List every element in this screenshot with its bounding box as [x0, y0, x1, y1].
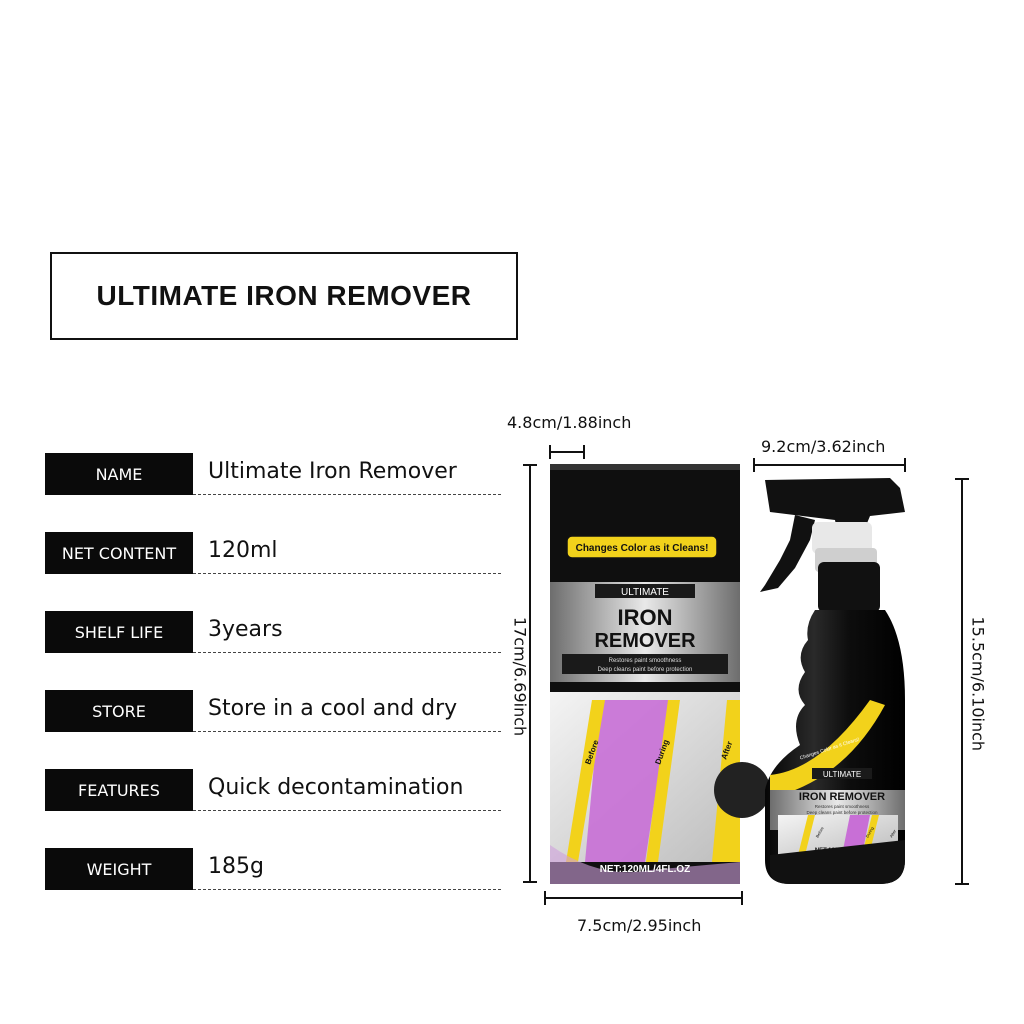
spec-label: NAME [45, 453, 193, 495]
dashed-divider [193, 889, 501, 890]
spec-value: 185g [208, 854, 264, 879]
bottle-feature1: Restores paint smoothness [815, 804, 870, 809]
spec-label: WEIGHT [45, 848, 193, 890]
spec-value: Store in a cool and dry [208, 696, 458, 721]
spec-label: SHELF LIFE [45, 611, 193, 653]
bottle-stage-before: Before [815, 825, 826, 838]
box-banner-text: Changes Color as it Cleans! [576, 543, 709, 554]
spec-row-store: STORE Store in a cool and dry [45, 690, 501, 734]
bottle-brand-text: ULTIMATE [823, 770, 861, 779]
box-name-line1: IRON [618, 605, 673, 630]
box-feature1: Restores paint smoothness [609, 658, 682, 664]
spec-label: STORE [45, 690, 193, 732]
dashed-divider [193, 731, 501, 732]
bottle-width-label: 9.2cm/3.62inch [761, 437, 886, 456]
bottle-stage-after: After [889, 828, 898, 838]
dashed-divider [193, 652, 501, 653]
bottle-stage-during: During [865, 826, 875, 839]
box-banner-shape [566, 535, 718, 559]
box-name-line2: REMOVER [594, 630, 696, 652]
bottle-name-text: IRON REMOVER [799, 791, 885, 803]
box-feature2: Deep cleans paint before protection [598, 667, 693, 673]
product-title-box: ULTIMATE IRON REMOVER [50, 252, 518, 340]
spec-value: 3years [208, 617, 283, 642]
spec-label: NET CONTENT [45, 532, 193, 574]
spec-row-name: NAME Ultimate Iron Remover [45, 453, 501, 497]
dashed-divider [193, 494, 501, 495]
product-title: ULTIMATE IRON REMOVER [96, 280, 472, 311]
box-depth-label: 4.8cm/1.88inch [507, 413, 632, 432]
spec-row-shelf-life: SHELF LIFE 3years [45, 611, 501, 655]
spec-row-net-content: NET CONTENT 120ml [45, 532, 501, 576]
spec-value: Quick decontamination [208, 775, 464, 800]
spec-row-weight: WEIGHT 185g [45, 848, 501, 892]
spec-value: Ultimate Iron Remover [208, 459, 457, 484]
product-box: Changes Color as it Cleans! ULTIMATE IRO… [550, 464, 770, 884]
spec-value: 120ml [208, 538, 278, 563]
spec-row-features: FEATURES Quick decontamination [45, 769, 501, 813]
box-brand-text: ULTIMATE [621, 587, 669, 598]
box-width-label: 7.5cm/2.95inch [577, 916, 702, 935]
spray-bottle: Changes Color as it Cleans! ULTIMATE IRO… [760, 478, 905, 884]
dimension-markers [523, 445, 969, 905]
dashed-divider [193, 810, 501, 811]
dashed-divider [193, 573, 501, 574]
spec-label: FEATURES [45, 769, 193, 811]
box-net-text: NET:120ML/4FL.OZ [600, 864, 691, 875]
bottle-feature2: Deep cleans paint before protection [806, 810, 878, 815]
trigger-head-shape [765, 478, 905, 545]
